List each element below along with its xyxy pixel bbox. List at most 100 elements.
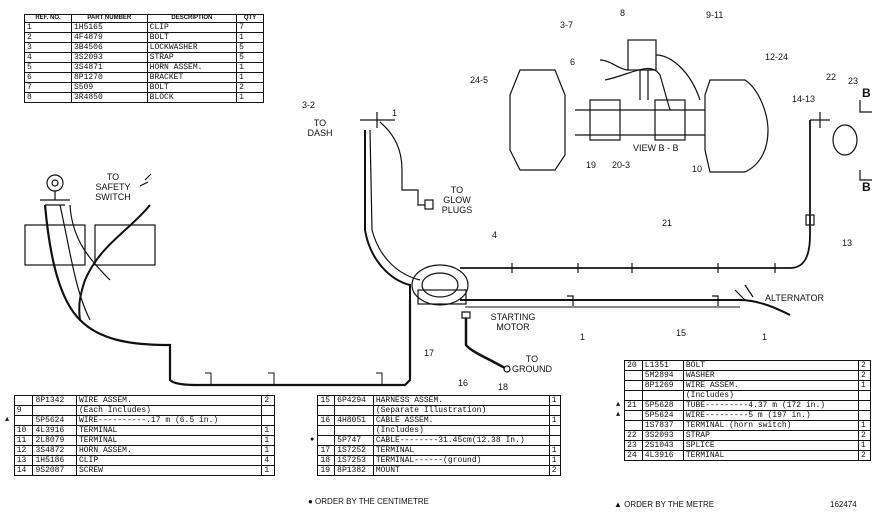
- cell-part: 5P5624: [32, 415, 77, 426]
- cell-mark: [308, 456, 318, 466]
- callout-10: 10: [692, 164, 703, 174]
- cell-part: 2L8079: [32, 435, 77, 446]
- label-to-safety-switch: TO SAFETY SWITCH: [95, 172, 131, 202]
- callout-1-mid: 1: [580, 332, 586, 342]
- label-starting-motor: STARTING MOTOR: [490, 312, 536, 332]
- cell-part: 5P5624: [641, 410, 684, 421]
- table-header-row: REF. NO. PART NUMBER DESCRIPTION QTY: [24, 14, 264, 23]
- cell-desc: SCREW: [75, 465, 263, 476]
- table-row: (Includes): [308, 425, 562, 436]
- cell-desc: BOLT: [146, 32, 238, 43]
- cell-part: 4H8051: [334, 415, 374, 426]
- cell-qty: [858, 400, 871, 411]
- cell-part: 4L3916: [641, 450, 684, 461]
- cell-desc: BRACKET: [146, 72, 238, 83]
- header-qty: QTY: [236, 14, 264, 23]
- cell-desc: HORN ASSEM.: [75, 445, 263, 456]
- cell-qty: 1: [548, 415, 562, 426]
- cell-part: 2S1043: [641, 440, 684, 451]
- cell-qty: 7: [236, 22, 264, 33]
- cell-mark: [308, 416, 318, 426]
- cell-mark: ●: [310, 436, 315, 444]
- cell-qty: 2: [548, 465, 562, 476]
- footnote-centimetre: ● ORDER BY THE CENTIMETRE: [308, 497, 429, 506]
- callout-3-7: 3-7: [560, 20, 574, 30]
- right-panel-box: [94, 224, 156, 266]
- cell-mark: [614, 371, 625, 381]
- cell-ref: 16: [317, 415, 336, 426]
- cell-ref: 9: [13, 405, 34, 416]
- cell-qty: 5: [236, 52, 264, 63]
- cell-mark: [3, 406, 14, 416]
- cell-ref: 14: [13, 465, 34, 476]
- callout-17: 17: [424, 348, 435, 358]
- callout-9-11: 9-11: [706, 10, 724, 20]
- cell-mark: ▲: [616, 411, 621, 419]
- cell-qty: 2: [236, 82, 264, 93]
- header-part: PART NUMBER: [70, 14, 148, 23]
- callout-8: 8: [620, 8, 626, 18]
- callout-16: 16: [458, 378, 469, 388]
- left-panel-box: [24, 224, 86, 266]
- horn-relay-block: [627, 39, 657, 71]
- cell-desc: BOLT: [682, 360, 860, 371]
- cell-ref: [317, 435, 336, 446]
- cell-qty: 2: [261, 395, 275, 406]
- cell-part: 1H5165: [70, 22, 148, 33]
- cell-desc: CABLE ASSEM.: [372, 415, 550, 426]
- cell-qty: 1: [236, 62, 264, 73]
- cell-qty: [261, 405, 275, 416]
- cell-part: 1S7252: [334, 445, 374, 456]
- cell-desc: BLOCK: [146, 92, 238, 103]
- cell-qty: 1: [236, 92, 264, 103]
- label-to-glow-plugs: TO GLOW PLUGS: [441, 185, 473, 215]
- cell-ref: 1: [24, 22, 72, 33]
- cell-qty: 1: [261, 425, 275, 436]
- cell-qty: 4: [261, 455, 275, 466]
- callout-13: 13: [842, 238, 853, 248]
- callout-12-24: 12-24: [765, 52, 789, 62]
- cell-desc: HARNESS ASSEM.: [372, 395, 550, 406]
- label-b-bottom: B: [862, 180, 871, 194]
- cell-ref: 20: [624, 360, 643, 371]
- label-to-dash: TO DASH: [307, 118, 333, 138]
- callout-20-3: 20-3: [612, 160, 631, 170]
- cell-mark: [614, 441, 625, 451]
- cell-mark: [3, 466, 14, 476]
- cell-desc: (Includes): [372, 425, 550, 436]
- cell-desc: TERMINAL (horn switch): [682, 420, 860, 431]
- cell-qty: [261, 415, 275, 426]
- cell-part: [32, 405, 77, 416]
- cell-ref: 23: [624, 440, 643, 451]
- cell-part: 1S7253: [334, 455, 374, 466]
- cell-ref: 15: [317, 395, 336, 406]
- cell-desc: (Includes): [682, 390, 860, 401]
- cell-desc: CLIP: [146, 22, 238, 33]
- cell-desc: STRAP: [146, 52, 238, 63]
- cell-mark: [308, 426, 318, 436]
- cell-part: 3S2093: [641, 430, 684, 441]
- callout-3-2: 3-2: [302, 100, 316, 110]
- cell-ref: [317, 405, 336, 416]
- cell-part: 1S7837: [641, 420, 684, 431]
- cell-qty: 2: [858, 430, 871, 441]
- horn-right: [704, 79, 769, 173]
